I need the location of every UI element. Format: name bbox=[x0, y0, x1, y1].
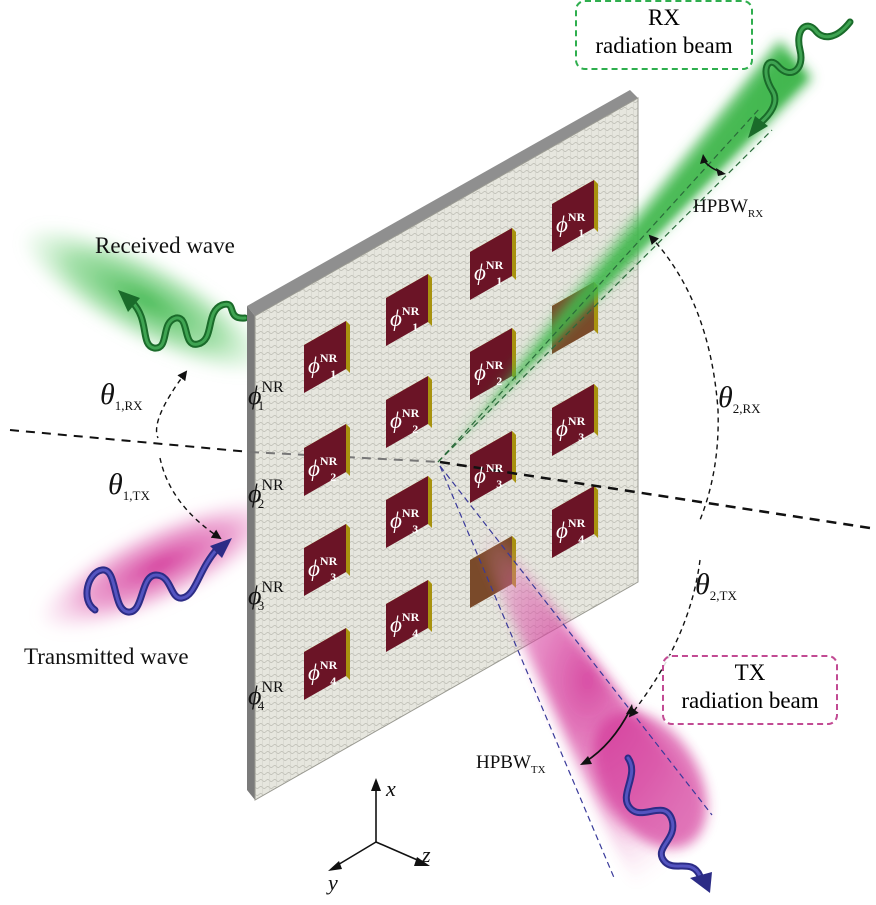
theta-1-rx-label: θ1,RX bbox=[100, 378, 143, 413]
transmitted-wave-blob bbox=[36, 497, 284, 633]
element-c3-r1 bbox=[470, 228, 516, 300]
axis-x-label: x bbox=[386, 776, 396, 801]
coordinate-axes bbox=[328, 778, 430, 871]
element-c4-r3 bbox=[552, 384, 598, 456]
rx-box-line2: radiation beam bbox=[595, 33, 733, 58]
axis-y-label: y bbox=[328, 870, 338, 895]
element-c3-r2 bbox=[470, 328, 516, 400]
theta-2-rx-label: θ2,RX bbox=[718, 381, 761, 416]
tx-box-line1: TX bbox=[734, 660, 766, 685]
tx-outgoing-wave bbox=[622, 754, 712, 893]
tile-label-c1-r3: ϕNR3 bbox=[308, 554, 338, 584]
rx-box-line1: RX bbox=[648, 5, 680, 30]
element-c2-r4 bbox=[386, 580, 432, 652]
tile-label-c2-r3: ϕNR3 bbox=[390, 506, 420, 536]
tile-label-c1-r1: ϕNR1 bbox=[308, 351, 338, 381]
tile-label-c2-r2: ϕNR2 bbox=[390, 406, 420, 436]
tile-label-c2-r1: ϕNR1 bbox=[390, 304, 420, 334]
tx-beam bbox=[439, 462, 735, 900]
element-c1-r4 bbox=[304, 628, 350, 700]
tile-label-c3-r3: ϕNR3 bbox=[474, 461, 504, 491]
transmitted-wave-label: Transmitted wave bbox=[24, 644, 189, 669]
axis-z-label: z bbox=[422, 842, 431, 867]
received-wave-arrow bbox=[118, 290, 249, 352]
hpbw-tx-label: HPBWTX bbox=[476, 752, 546, 776]
hpbw-rx-arc bbox=[700, 154, 726, 176]
element-c4-r1 bbox=[552, 180, 598, 252]
phi-row4-label: ϕNR4 bbox=[248, 679, 284, 713]
tile-label-c1-r2: ϕNR2 bbox=[308, 454, 338, 484]
received-wave-blob bbox=[19, 224, 271, 376]
phi-row3-label: ϕNR3 bbox=[248, 579, 284, 613]
ris-elements bbox=[304, 180, 598, 700]
tile-label-c2-r4: ϕNR4 bbox=[390, 610, 420, 640]
rx-radiation-beam-box: RX radiation beam bbox=[575, 0, 753, 70]
transmitted-wave-arrow bbox=[83, 538, 232, 616]
rx-beam bbox=[437, 40, 812, 463]
tile-label-c1-r4: ϕNR4 bbox=[308, 658, 338, 688]
element-c1-r2 bbox=[304, 424, 350, 496]
theta-1-tx-label: θ1,TX bbox=[108, 468, 150, 503]
tile-label-c4-r1: ϕNR1 bbox=[556, 210, 586, 240]
tile-label-c3-r2: ϕNR2 bbox=[474, 358, 504, 388]
theta-2-tx-label: θ2,TX bbox=[695, 568, 737, 603]
element-c2-r1 bbox=[386, 274, 432, 346]
hpbw-tx-arc bbox=[580, 704, 634, 765]
theta-arcs bbox=[155, 234, 719, 718]
element-c1-r1 bbox=[304, 321, 350, 393]
normal-axis-left bbox=[9, 429, 251, 453]
tile-label-c4-r3: ϕNR3 bbox=[556, 414, 586, 444]
element-c2-r2 bbox=[386, 376, 432, 448]
element-c1-r3 bbox=[304, 524, 350, 596]
received-wave-label: Received wave bbox=[95, 233, 235, 258]
phi-row1-label: ϕNR1 bbox=[248, 379, 284, 413]
normal-axis-right bbox=[439, 460, 871, 530]
tx-radiation-beam-box: TX radiation beam bbox=[662, 655, 838, 725]
tile-label-c4-r4: ϕNR4 bbox=[556, 516, 586, 546]
phi-row2-label: ϕNR2 bbox=[248, 477, 284, 511]
tile-label-c3-r1: ϕNR1 bbox=[474, 258, 504, 288]
element-c4-r4 bbox=[552, 486, 598, 558]
element-c2-r3 bbox=[386, 476, 432, 548]
tx-box-line2: radiation beam bbox=[681, 688, 819, 713]
rx-incoming-wave bbox=[748, 18, 854, 138]
element-c3-r3 bbox=[470, 431, 516, 503]
hpbw-rx-label: HPBWRX bbox=[693, 196, 764, 220]
